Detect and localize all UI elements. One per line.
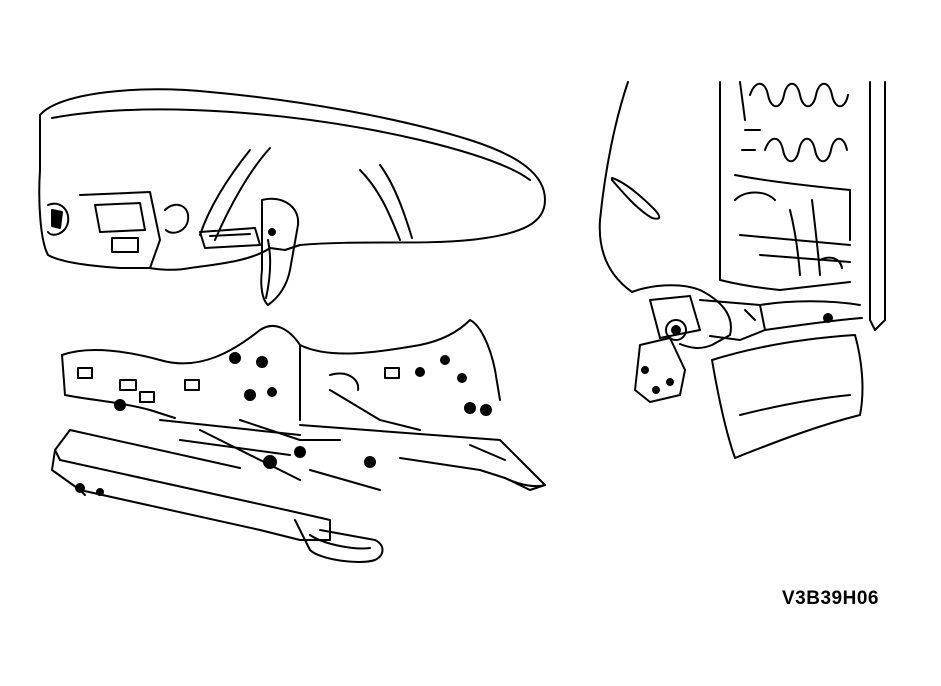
seat-frame-rails xyxy=(52,320,545,562)
figure-code-label: V3B39H06 xyxy=(782,588,879,609)
seat-cushion xyxy=(39,89,545,305)
seatback-frame xyxy=(600,82,885,458)
